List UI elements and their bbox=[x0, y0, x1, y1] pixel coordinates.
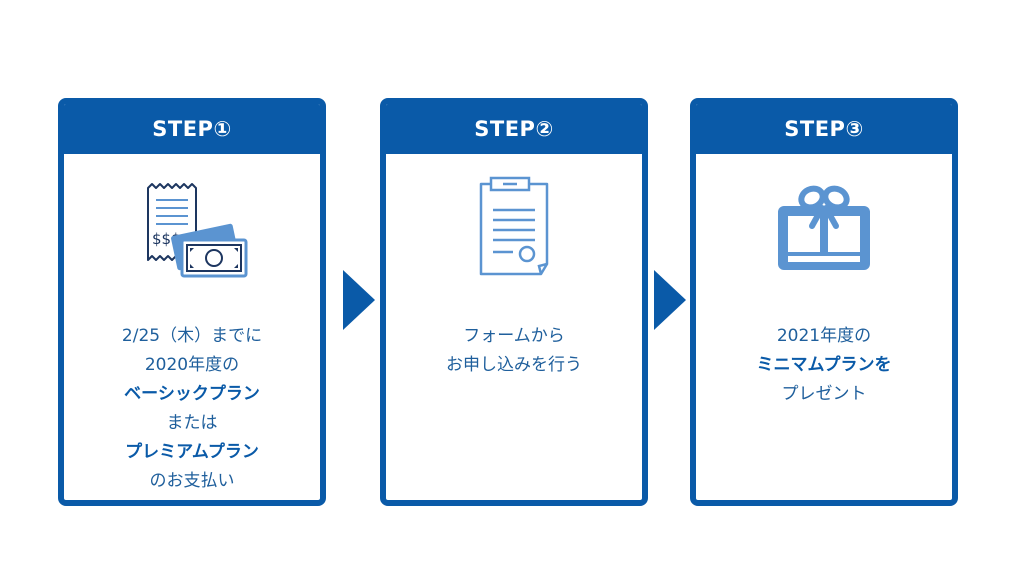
step-3-line-2: ミニマムプランを bbox=[756, 355, 892, 375]
step-1-text: 2/25（木）までに 2020年度の ベーシックプラン または プレミアムプラン… bbox=[64, 322, 320, 496]
step-3-header: STEP③ bbox=[696, 104, 952, 154]
receipt-money-icon: $$$ bbox=[64, 182, 320, 286]
step-1-card: STEP① $$$ 2/25（木）までに 2020年度の ベーシックプラン また… bbox=[58, 98, 326, 506]
step-2-text: フォームから お申し込みを行う bbox=[386, 322, 642, 380]
arrow-right-icon bbox=[654, 270, 686, 330]
step-2-line-1: フォームから bbox=[463, 326, 565, 346]
step-2-line-2: お申し込みを行う bbox=[446, 355, 582, 375]
step-1-line-3: ベーシックプラン bbox=[124, 384, 260, 404]
step-3-text: 2021年度の ミニマムプランを プレゼント bbox=[696, 322, 952, 409]
step-1-line-4: または bbox=[166, 413, 218, 433]
step-3-card: STEP③ 2021年度の ミニマムプランを プレゼント bbox=[690, 98, 958, 506]
step-1-line-5: プレミアムプラン bbox=[125, 442, 259, 462]
step-1-line-2: 2020年度の bbox=[144, 355, 240, 375]
gift-card-icon bbox=[696, 180, 952, 276]
clipboard-form-icon bbox=[386, 174, 642, 282]
step-2-card: STEP② フォームから お申し込みを行う bbox=[380, 98, 648, 506]
step-3-line-3: プレゼント bbox=[781, 384, 867, 404]
step-2-header: STEP② bbox=[386, 104, 642, 154]
arrow-right-icon bbox=[343, 270, 375, 330]
step-1-header: STEP① bbox=[64, 104, 320, 154]
step-3-line-1: 2021年度の bbox=[776, 326, 872, 346]
step-1-line-1: 2/25（木）までに bbox=[121, 326, 263, 346]
step-1-line-6: のお支払い bbox=[149, 471, 235, 491]
